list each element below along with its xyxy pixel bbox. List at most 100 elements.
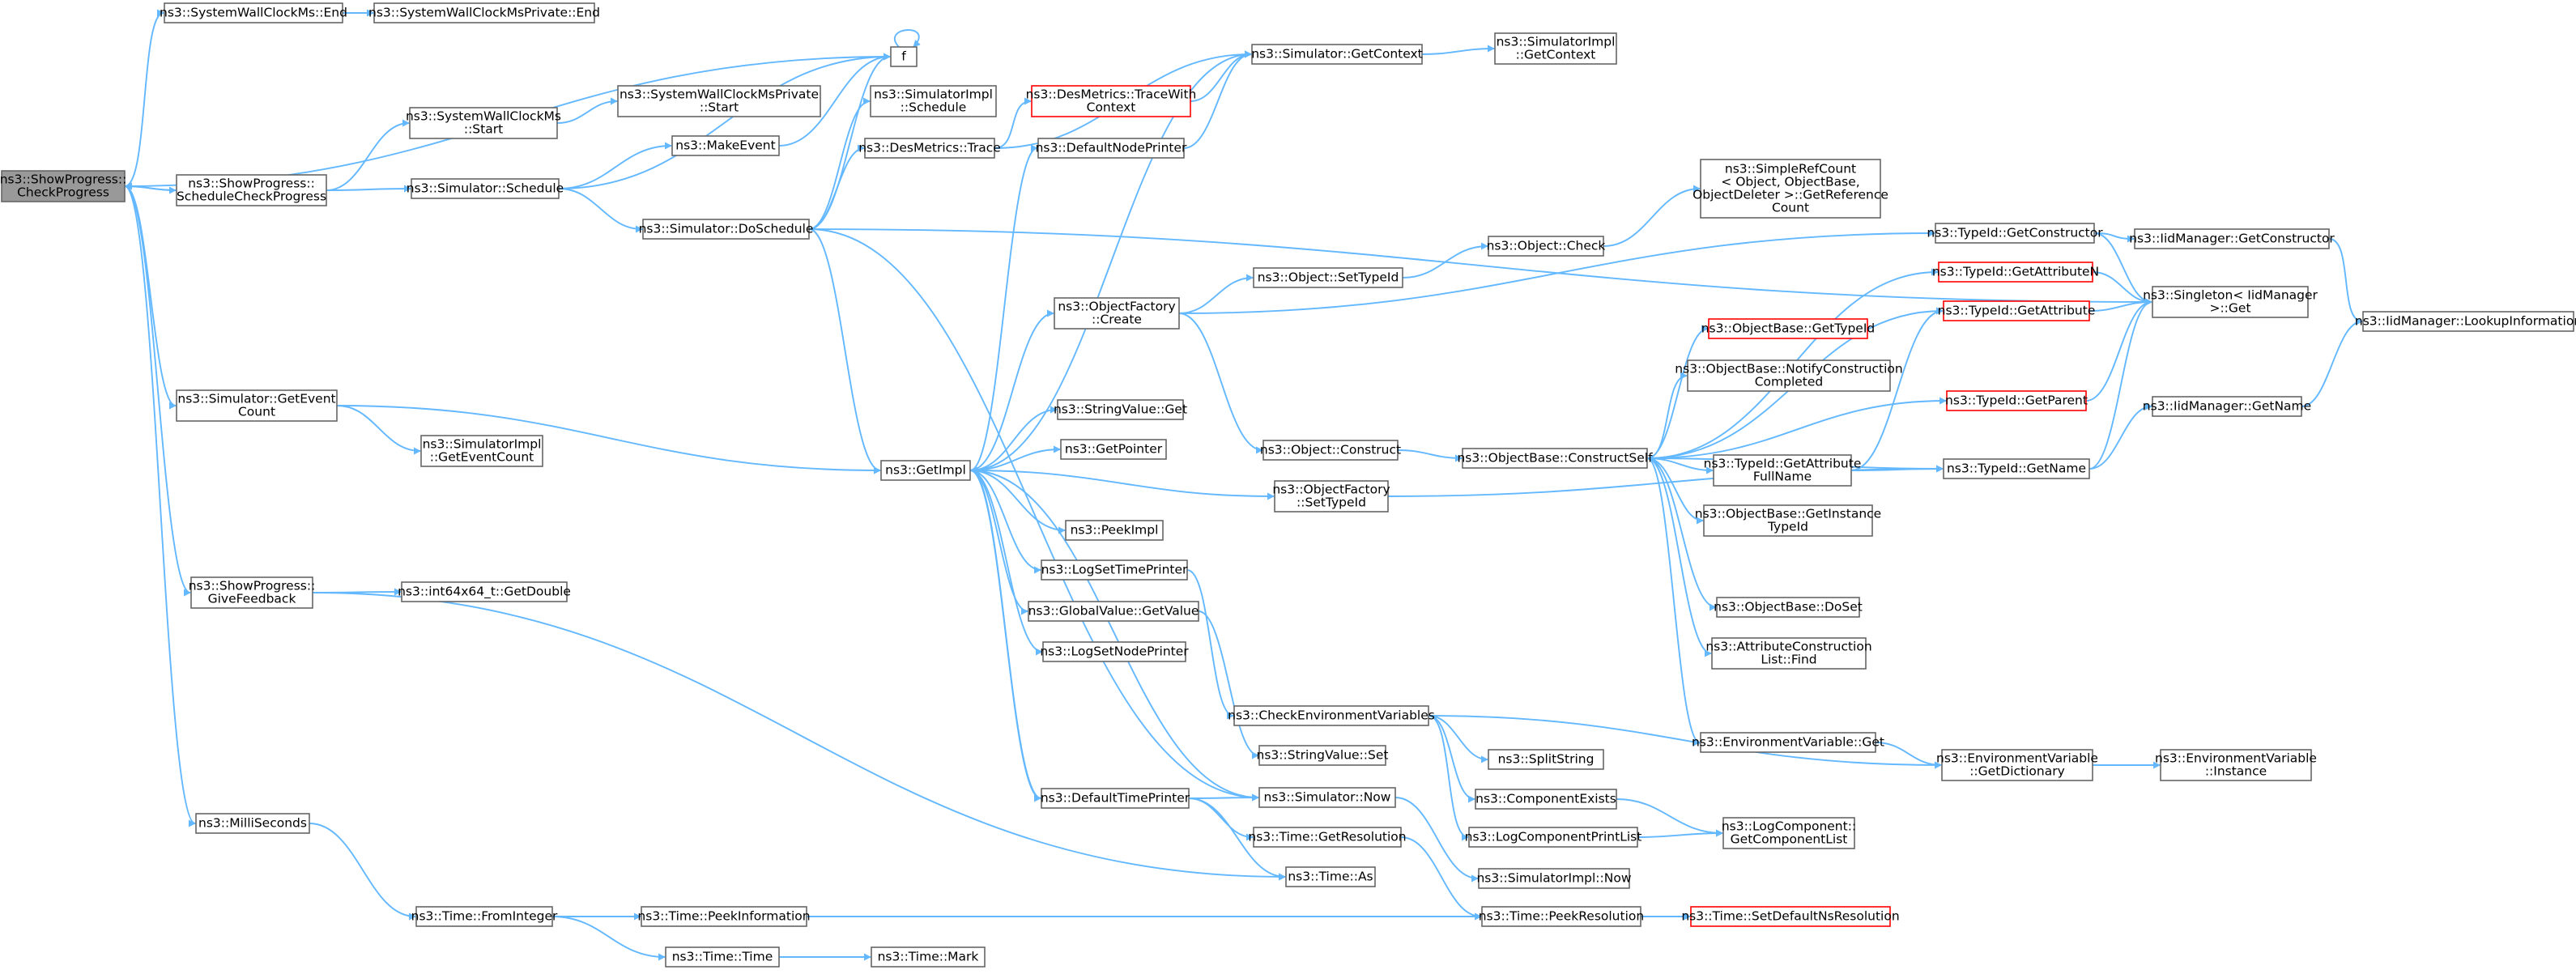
node-svSet[interactable]: ns3::StringValue::Set [1257, 745, 1389, 766]
node-label: ScheduleCheckProgress [177, 189, 326, 204]
node-iidGetConstructor[interactable]: ns3::IidManager::GetConstructor [2129, 228, 2335, 249]
node-swcEnd[interactable]: ns3::SystemWallClockMs::End [160, 2, 347, 23]
node-label: Context [1087, 100, 1136, 115]
node-defNodePrinter[interactable]: ns3::DefaultNodePrinter [1036, 138, 1187, 159]
node-simGetEventCount[interactable]: ns3::Simulator::GetEventCount [176, 389, 338, 422]
node-makeEvent[interactable]: ns3::MakeEvent [671, 135, 780, 156]
node-ofSetTypeId[interactable]: ns3::ObjectFactory::SetTypeId [1272, 480, 1390, 513]
node-obGetTypeId[interactable]: ns3::ObjectBase::GetTypeId [1701, 318, 1876, 339]
node-defTimePrinter[interactable]: ns3::DefaultTimePrinter [1041, 788, 1190, 809]
node-f[interactable]: f [890, 46, 918, 67]
node-box [1703, 504, 1873, 537]
node-timeGetRes[interactable]: ns3::Time::GetResolution [1248, 827, 1407, 848]
node-swcStart[interactable]: ns3::SystemWallClockMs::Start [406, 107, 561, 139]
node-envGetDict[interactable]: ns3::EnvironmentVariable::GetDictionary [1936, 749, 2098, 781]
node-svGet[interactable]: ns3::StringValue::Get [1054, 399, 1187, 420]
node-box [1938, 262, 2093, 283]
node-siSchedule[interactable]: ns3::SimulatorImpl::Schedule [870, 85, 997, 117]
node-label: ::Start [700, 100, 739, 115]
node-simGetContext[interactable]: ns3::Simulator::GetContext [1251, 44, 1423, 65]
node-timePeekInfo[interactable]: ns3::Time::PeekInformation [637, 906, 811, 927]
node-milliSeconds[interactable]: ns3::MilliSeconds [195, 813, 310, 834]
node-srcGetRef[interactable]: ns3::SimpleRefCount< Object, ObjectBase,… [1692, 159, 1888, 219]
node-giveFeedback[interactable]: ns3::ShowProgress::GiveFeedback [189, 576, 316, 609]
node-box [1722, 817, 1855, 849]
node-box [2160, 749, 2312, 781]
node-singletonGet[interactable]: ns3::Singleton< IidManager>::Get [2143, 286, 2318, 318]
node-box [2362, 311, 2574, 332]
node-objSetTypeId[interactable]: ns3::Object::SetTypeId [1253, 267, 1403, 288]
node-schedCP[interactable]: ns3::ShowProgress::ScheduleCheckProgress [176, 174, 327, 206]
node-label: ns3::ObjectFactory [1272, 483, 1390, 497]
node-box [641, 906, 807, 927]
node-timeAs[interactable]: ns3::Time::As [1285, 866, 1376, 887]
node-box [1478, 868, 1630, 889]
node-splitString[interactable]: ns3::SplitString [1488, 749, 1604, 770]
node-timePeekRes[interactable]: ns3::Time::PeekResolution [1479, 906, 1644, 927]
node-tidGetParent[interactable]: ns3::TypeId::GetParent [1945, 390, 2088, 411]
node-simNow[interactable]: ns3::Simulator::Now [1258, 787, 1396, 808]
node-logSetNodePrinter[interactable]: ns3::LogSetNodePrinter [1040, 641, 1189, 662]
edge-checkEnvVars-to-compExists [1428, 715, 1475, 803]
node-siGetEventCount[interactable]: ns3::SimulatorImpl::GetEventCount [420, 435, 543, 467]
node-label: ns3::ObjectBase::NotifyConstruction [1675, 362, 1902, 376]
node-label: ns3::EnvironmentVariable [2155, 751, 2317, 766]
node-getPointer[interactable]: ns3::GetPointer [1060, 439, 1167, 460]
edge-simSchedule-to-simDoSchedule [558, 188, 643, 233]
node-simDoSchedule[interactable]: ns3::Simulator::DoSchedule [639, 219, 814, 240]
node-peekImpl[interactable]: ns3::PeekImpl [1065, 520, 1164, 541]
node-tidGetName[interactable]: ns3::TypeId::GetName [1943, 458, 2090, 479]
node-timeTime[interactable]: ns3::Time::Time [665, 946, 780, 968]
node-envGet[interactable]: ns3::EnvironmentVariable::Get [1692, 732, 1884, 753]
node-objConstruct[interactable]: ns3::Object::Construct [1260, 440, 1401, 461]
node-timeMark[interactable]: ns3::Time::Mark [871, 946, 986, 968]
node-getDouble[interactable]: ns3::int64x64_t::GetDouble [398, 581, 571, 602]
edge-ofSetTypeId-to-tidGetName [1387, 465, 1944, 497]
node-obConstructSelf[interactable]: ns3::ObjectBase::ConstructSelf [1457, 448, 1653, 469]
node-objCheck[interactable]: ns3::Object::Check [1487, 236, 1606, 257]
node-gvGetValue[interactable]: ns3::GlobalValue::GetValue [1028, 601, 1199, 622]
node-tidGetConstructor[interactable]: ns3::TypeId::GetConstructor [1927, 223, 2103, 244]
node-swcpStart[interactable]: ns3::SystemWallClockMsPrivate::Start [617, 85, 821, 117]
node-logCompGetList[interactable]: ns3::LogComponent::GetComponentList [1722, 817, 1856, 849]
node-obNotify[interactable]: ns3::ObjectBase::NotifyConstructionCompl… [1675, 359, 1903, 392]
node-label: f [901, 49, 906, 64]
node-compExists[interactable]: ns3::ComponentExists [1475, 789, 1617, 810]
node-ofCreate[interactable]: ns3::ObjectFactory::Create [1054, 297, 1180, 330]
node-box [1943, 300, 2090, 321]
node-checkEnvVars[interactable]: ns3::CheckEnvironmentVariables [1228, 705, 1435, 726]
node-label: ns3::SplitString [1498, 752, 1595, 767]
node-box [401, 581, 568, 602]
node-logCompPrintList[interactable]: ns3::LogComponentPrintList [1465, 827, 1642, 848]
node-timeFromInteger[interactable]: ns3::Time::FromInteger [411, 906, 558, 927]
node-root[interactable]: ns3::ShowProgress::CheckProgress [0, 170, 126, 202]
node-envInstance[interactable]: ns3::EnvironmentVariable::Instance [2155, 749, 2317, 781]
node-simSchedule[interactable]: ns3::Simulator::Schedule [407, 178, 564, 199]
node-tidGetAttr[interactable]: ns3::TypeId::GetAttribute [1938, 300, 2096, 321]
node-getImpl[interactable]: ns3::GetImpl [880, 460, 971, 481]
node-siGetContext[interactable]: ns3::SimulatorImpl::GetContext [1494, 32, 1617, 65]
node-tidGetAttrN[interactable]: ns3::TypeId::GetAttributeN [1932, 262, 2099, 283]
node-obDoSet[interactable]: ns3::ObjectBase::DoSet [1714, 597, 1863, 618]
node-box [1262, 440, 1399, 461]
node-desTrace[interactable]: ns3::DesMetrics::Trace [858, 138, 1001, 159]
node-box [1253, 827, 1402, 848]
node-logSetTimePrinter[interactable]: ns3::LogSetTimePrinter [1041, 559, 1188, 581]
node-label: ns3::Simulator::DoSchedule [639, 222, 814, 236]
node-siNow[interactable]: ns3::SimulatorImpl::Now [1476, 868, 1632, 889]
node-timeSetDefNsRes[interactable]: ns3::Time::SetDefaultNsResolution [1681, 906, 1900, 927]
node-iidLookup[interactable]: ns3::IidManager::LookupInformation [2355, 311, 2576, 332]
edge-tidGetConstructor-to-iidGetConstructor [2093, 232, 2135, 243]
node-label: ns3::ObjectBase::GetInstance [1695, 507, 1881, 521]
node-iidGetName[interactable]: ns3::IidManager::GetName [2143, 396, 2311, 417]
node-label: ns3::DesMetrics::Trace [858, 141, 1001, 155]
node-box [1475, 789, 1617, 810]
edge-makeEvent-to-f [778, 53, 891, 147]
node-box [1065, 520, 1164, 541]
edge-checkEnvVars-to-logCompPrintList [1428, 715, 1469, 841]
node-swcpEnd[interactable]: ns3::SystemWallClockMsPrivate::End [368, 2, 600, 23]
